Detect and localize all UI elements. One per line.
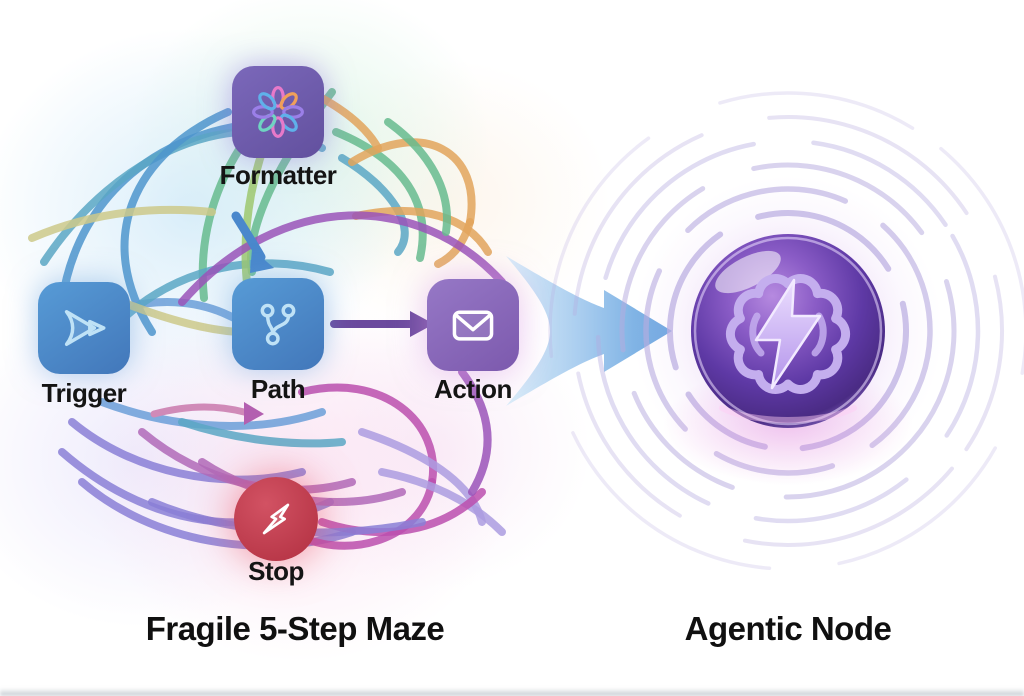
- node-trigger: [38, 282, 130, 374]
- node-label-action: Action: [434, 374, 512, 404]
- send-arrow-icon: [64, 310, 106, 346]
- flower-icon: [252, 86, 304, 138]
- node-action: [427, 279, 519, 371]
- left-caption: Fragile 5-Step Maze: [145, 610, 445, 647]
- transition-arrow: [506, 256, 672, 406]
- mini-arrow-trigger-to-path: [150, 402, 264, 425]
- bottom-edge-strip: [0, 688, 1024, 696]
- branch-icon: [260, 303, 296, 346]
- brain-icon: [725, 274, 851, 394]
- agentic-orb: [633, 176, 943, 486]
- mail-icon: [452, 310, 494, 341]
- node-formatter: [232, 66, 324, 158]
- node-stop: [234, 477, 318, 561]
- mini-arrow-path-to-action: [330, 311, 434, 337]
- lightning-bolt-icon: [754, 278, 822, 390]
- node-label-path: Path: [250, 374, 306, 404]
- mini-arrow-into-path: [231, 211, 274, 273]
- node-path: [232, 278, 324, 370]
- node-label-formatter: Formatter: [219, 160, 337, 190]
- right-caption: Agentic Node: [684, 610, 892, 647]
- orb-highlight: [715, 250, 781, 294]
- node-label-stop: Stop: [248, 556, 304, 586]
- lightning-slash-icon: [262, 503, 290, 535]
- node-label-trigger: Trigger: [41, 378, 127, 408]
